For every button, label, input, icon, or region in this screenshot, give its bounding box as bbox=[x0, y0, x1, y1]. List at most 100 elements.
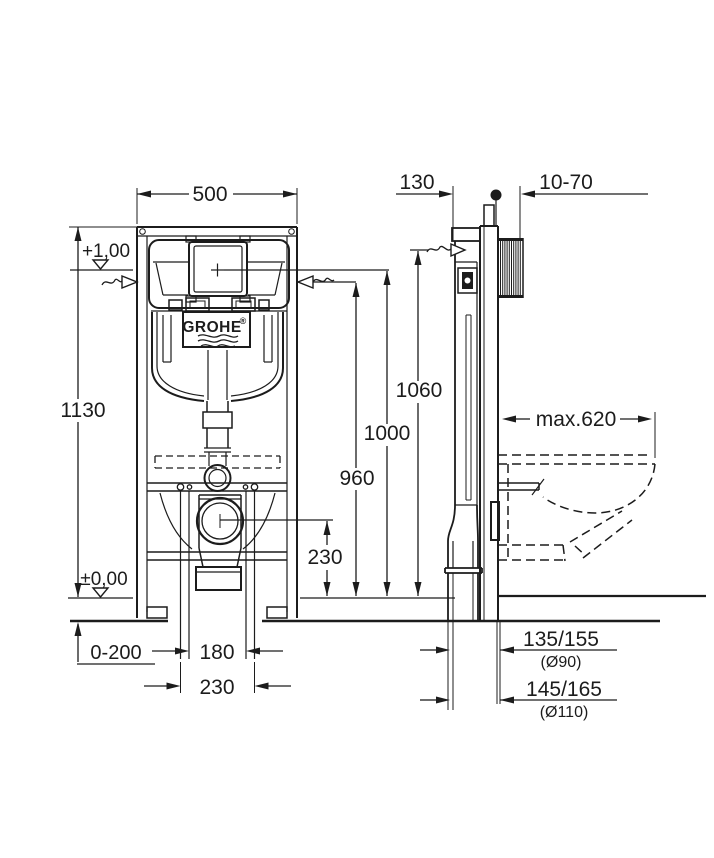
dim-outlet-90: 135/155 (Ø90) bbox=[420, 628, 617, 671]
break-arrow-icon bbox=[450, 242, 467, 258]
dim-1060: 1060 bbox=[396, 249, 443, 596]
level-triangle-icon bbox=[91, 587, 110, 599]
dia-90-label: (Ø90) bbox=[541, 654, 582, 671]
water-connection bbox=[457, 267, 478, 294]
drain-socket bbox=[195, 566, 242, 591]
arrow-left-icon bbox=[502, 415, 516, 423]
level-mark-floor: ±0,00 bbox=[80, 569, 128, 599]
dim-foot-adjust-0-200: 0-200 bbox=[74, 622, 155, 665]
frame bbox=[136, 226, 298, 618]
arrow-left-icon bbox=[254, 682, 269, 690]
floor-level-label: ±0,00 bbox=[80, 569, 127, 590]
dim-fixing-230: 230 bbox=[144, 676, 291, 699]
dim-130-label: 130 bbox=[399, 171, 434, 194]
dim-135-155-label: 135/155 bbox=[523, 628, 599, 651]
frame-feet bbox=[146, 606, 288, 619]
corner-screw-icon bbox=[288, 228, 295, 235]
fixing-bolt-icon bbox=[176, 483, 185, 491]
dim-1130-label: 1130 bbox=[60, 399, 105, 422]
arrow-right-icon bbox=[638, 415, 652, 423]
registered-mark-icon: ® bbox=[240, 316, 247, 326]
dim-180-label: 180 bbox=[199, 641, 234, 664]
arrow-down-icon bbox=[352, 582, 360, 596]
wc-bowl-outline bbox=[498, 454, 656, 562]
supply-port-icon bbox=[464, 277, 471, 284]
wall-break-symbols bbox=[101, 242, 467, 290]
level-mark-upper: +1,00 bbox=[70, 241, 133, 271]
front-view: GROHE ® bbox=[136, 226, 389, 693]
wall-surface-dot-icon bbox=[490, 189, 502, 201]
waste-outlet-socket bbox=[195, 496, 245, 546]
dim-depth-130: 130 bbox=[396, 171, 454, 240]
dim-960-label: 960 bbox=[339, 467, 374, 490]
arrow-right-icon bbox=[166, 682, 181, 690]
wall-bracket bbox=[490, 501, 500, 541]
fixing-bolt-icon bbox=[250, 483, 259, 491]
wall-surface-marker bbox=[490, 189, 502, 226]
arrow-up-icon bbox=[352, 283, 360, 297]
dim-1060-label: 1060 bbox=[396, 379, 443, 402]
dim-500-label: 500 bbox=[192, 183, 227, 206]
dim-max-620: max.620 bbox=[502, 408, 656, 458]
cistern-tank bbox=[151, 312, 284, 402]
foot-plate bbox=[266, 606, 288, 619]
side-drain-pipe bbox=[444, 504, 501, 710]
dim-max620-label: max.620 bbox=[536, 408, 617, 431]
arrow-down-icon bbox=[74, 583, 82, 597]
inspection-window bbox=[188, 241, 248, 297]
dia-110-label: (Ø110) bbox=[540, 704, 589, 721]
arrow-up-icon bbox=[414, 251, 422, 265]
dim-outlet-height-230: 230 bbox=[307, 521, 343, 596]
break-squiggle-icon bbox=[312, 277, 335, 283]
arrow-right-icon bbox=[436, 646, 450, 654]
dim-230-outlet-label: 230 bbox=[307, 546, 342, 569]
dim-960: 960 bbox=[339, 283, 375, 596]
foot-plate bbox=[146, 606, 168, 619]
fixing-rods bbox=[159, 483, 276, 693]
arrow-right-icon bbox=[436, 696, 450, 704]
dim-10-70-label: 10-70 bbox=[539, 171, 593, 194]
arrow-up-icon bbox=[74, 622, 82, 636]
dim-145-165-label: 145/165 bbox=[526, 678, 602, 701]
wall-finish-hatch bbox=[497, 238, 524, 298]
arrow-up-icon bbox=[383, 271, 391, 285]
arrow-up-icon bbox=[323, 521, 331, 535]
arrow-left-icon bbox=[137, 190, 151, 198]
fixing-bolt-icon bbox=[186, 484, 193, 490]
arrow-down-icon bbox=[323, 582, 331, 596]
arrow-left-icon bbox=[521, 190, 535, 198]
break-squiggle-icon bbox=[426, 245, 452, 253]
fixing-bolt-icon bbox=[242, 484, 249, 490]
dim-height-1130: 1130 bbox=[60, 226, 137, 597]
flush-pipe bbox=[154, 401, 281, 492]
level-triangle-icon bbox=[91, 259, 110, 271]
break-squiggle-icon bbox=[101, 278, 123, 286]
dim-230-bottom-label: 230 bbox=[199, 676, 234, 699]
dim-1000: 1000 bbox=[364, 271, 410, 596]
dim-fixing-180: 180 bbox=[152, 641, 283, 664]
dim-wall-10-70: 10-70 bbox=[519, 171, 648, 240]
arrow-left-icon bbox=[246, 647, 260, 655]
corner-screw-icon bbox=[139, 228, 146, 235]
wave-icon bbox=[200, 344, 236, 348]
waste-outlet bbox=[195, 494, 333, 591]
grohe-logo: GROHE ® bbox=[182, 311, 251, 348]
flush-bend-fitting bbox=[203, 464, 232, 492]
fixing-stud-side bbox=[498, 478, 545, 496]
dim-width-500: 500 bbox=[136, 183, 298, 224]
arrow-down-icon bbox=[383, 582, 391, 596]
brand-text: GROHE bbox=[182, 319, 241, 336]
dim-outlet-110: 145/165 (Ø110) bbox=[420, 678, 617, 721]
side-view bbox=[444, 189, 656, 710]
break-arrow-icon bbox=[296, 274, 314, 290]
wave-icon bbox=[197, 334, 239, 338]
arrow-down-icon bbox=[414, 582, 422, 596]
break-arrow-icon bbox=[121, 274, 139, 290]
arrow-right-icon bbox=[439, 190, 453, 198]
flush-plate-assembly bbox=[148, 235, 389, 312]
floor-lines bbox=[68, 594, 706, 623]
arrow-up-icon bbox=[74, 227, 82, 241]
dim-0-200-label: 0-200 bbox=[90, 642, 141, 664]
